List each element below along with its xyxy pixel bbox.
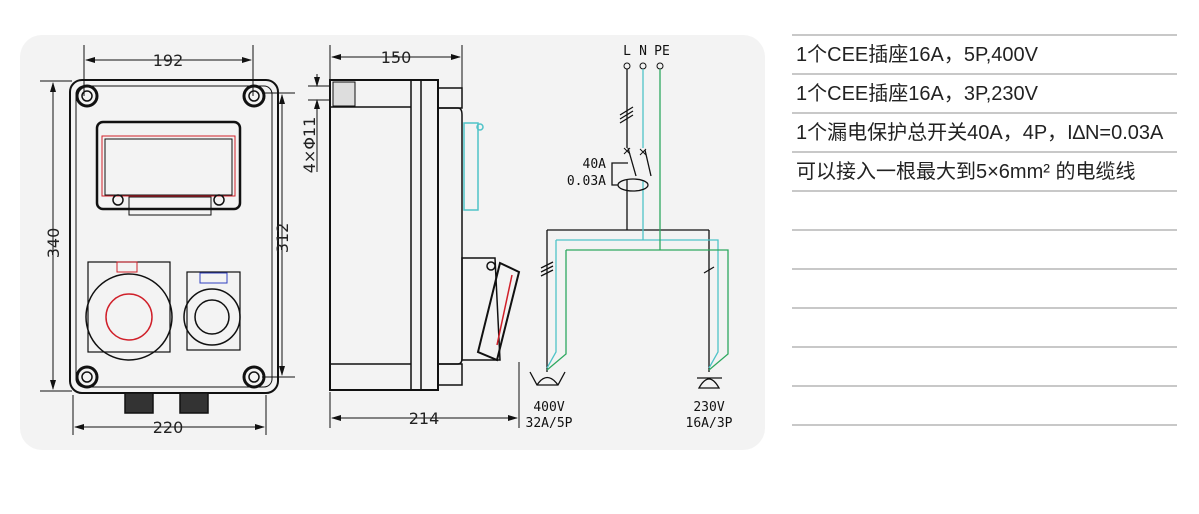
front-view	[40, 45, 295, 435]
terminal-n: N	[639, 44, 647, 59]
socket-230v-icon	[183, 271, 241, 351]
socket-400v-icon	[85, 261, 173, 361]
spec-row	[792, 231, 1177, 270]
spec-row: 可以接入一根最大到5×6mm² 的电缆线	[792, 153, 1177, 192]
dim-340: 340	[44, 228, 63, 259]
spec-row	[792, 387, 1177, 426]
dim-220: 220	[153, 418, 184, 437]
spec-table-top-border	[792, 34, 1177, 36]
drawing-panel	[20, 35, 765, 450]
spec-row	[792, 192, 1177, 231]
dim-150: 150	[381, 48, 412, 67]
outlet-400v-symbol-icon	[529, 371, 566, 386]
spec-row	[792, 348, 1177, 387]
dim-214: 214	[409, 409, 440, 428]
mounting-screw-icons	[75, 84, 266, 389]
side-view	[308, 45, 521, 428]
terminal-icons	[623, 62, 664, 70]
cable-gland-icons	[124, 392, 209, 414]
breaker-window	[95, 120, 242, 216]
outlet-left-rating: 32A/5P	[526, 416, 573, 431]
spec-row	[792, 309, 1177, 348]
wiring-schematic	[529, 62, 729, 389]
spec-row: 1个CEE插座16A，5P,400V	[792, 36, 1177, 75]
spec-row: 1个CEE插座16A，3P,230V	[792, 75, 1177, 114]
handle-icon	[463, 122, 484, 211]
outlet-right-voltage: 230V	[693, 400, 724, 415]
outlet-right-rating: 16A/3P	[686, 416, 733, 431]
dim-hole: 4×Φ11	[300, 117, 319, 174]
dim-192: 192	[153, 51, 184, 70]
outlet-230v-symbol-icon	[697, 377, 722, 389]
outlet-left-voltage: 400V	[533, 400, 564, 415]
angled-socket-icon	[461, 257, 521, 362]
terminal-pe: PE	[654, 44, 670, 59]
breaker-residual: 0.03A	[567, 174, 606, 189]
spec-row: 1个漏电保护总开关40A，4P，I∆N=0.03A	[792, 114, 1177, 153]
dim-312: 312	[273, 223, 292, 254]
terminal-l: L	[623, 44, 631, 59]
breaker-rating: 40A	[583, 157, 607, 172]
spec-row	[792, 270, 1177, 309]
